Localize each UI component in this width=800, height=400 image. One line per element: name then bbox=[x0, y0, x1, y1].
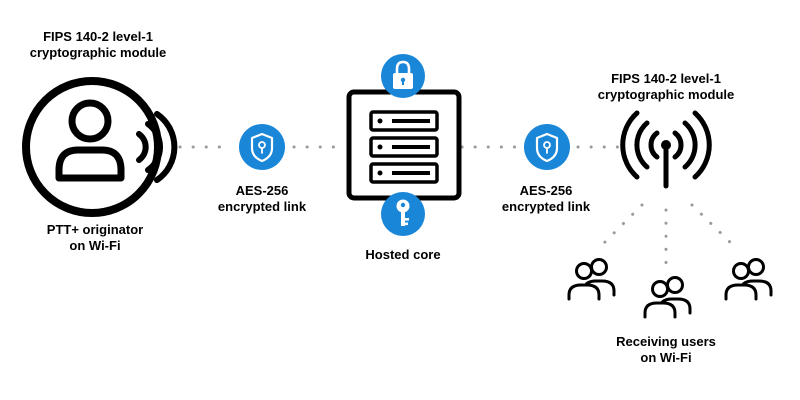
key-icon bbox=[381, 192, 425, 236]
wifi-antenna-icon bbox=[620, 110, 712, 189]
wireless-arc-1 bbox=[136, 131, 149, 163]
originator-line-2: on Wi-Fi bbox=[69, 238, 121, 253]
connector-antenna-to-receiver-left bbox=[595, 203, 644, 252]
access-point-module-line-1: FIPS 140-2 level-1 bbox=[611, 71, 721, 86]
wireless-arc-3 bbox=[154, 111, 178, 183]
access-point-module-line-2: cryptographic module bbox=[597, 87, 735, 102]
person-body bbox=[55, 146, 125, 182]
server-rack-icon bbox=[346, 89, 462, 201]
right-link-label: AES-256 encrypted link bbox=[481, 183, 611, 215]
person-wireless-icon bbox=[22, 77, 178, 217]
right-link-line-1: AES-256 bbox=[519, 183, 573, 198]
person-head bbox=[68, 99, 112, 143]
shield-lock-icon bbox=[524, 124, 570, 170]
shield-lock-icon bbox=[239, 124, 285, 170]
receivers-label: Receiving users on Wi-Fi bbox=[596, 334, 736, 366]
originator-label: PTT+ originator on Wi-Fi bbox=[20, 222, 170, 254]
access-point-module-label: FIPS 140-2 level-1 cryptographic module bbox=[586, 71, 746, 103]
left-link-label: AES-256 encrypted link bbox=[197, 183, 327, 215]
server-unit-3 bbox=[369, 162, 439, 184]
user-group-icon bbox=[567, 258, 616, 301]
server-unit-1 bbox=[369, 110, 439, 132]
core-label-text: Hosted core bbox=[365, 247, 441, 262]
left-link-line-1: AES-256 bbox=[235, 183, 289, 198]
user-group-icon bbox=[724, 258, 773, 301]
originator-module-line-2: cryptographic module bbox=[29, 45, 167, 60]
wireless-arc-2 bbox=[145, 121, 163, 173]
originator-module-line-1: FIPS 140-2 level-1 bbox=[43, 29, 153, 44]
right-link-line-2: encrypted link bbox=[501, 199, 591, 214]
receivers-line-1: Receiving users bbox=[616, 334, 716, 349]
user-group-icon bbox=[643, 276, 692, 319]
left-link-line-2: encrypted link bbox=[217, 199, 307, 214]
receivers-line-2: on Wi-Fi bbox=[640, 350, 692, 365]
originator-module-label: FIPS 140-2 level-1 cryptographic module bbox=[18, 29, 178, 61]
connector-antenna-to-receiver-right bbox=[690, 203, 740, 252]
originator-line-1: PTT+ originator bbox=[46, 222, 144, 237]
padlock-icon bbox=[381, 54, 425, 98]
dotted-connectors bbox=[178, 145, 740, 270]
core-label: Hosted core bbox=[343, 247, 463, 263]
server-unit-2 bbox=[369, 136, 439, 158]
